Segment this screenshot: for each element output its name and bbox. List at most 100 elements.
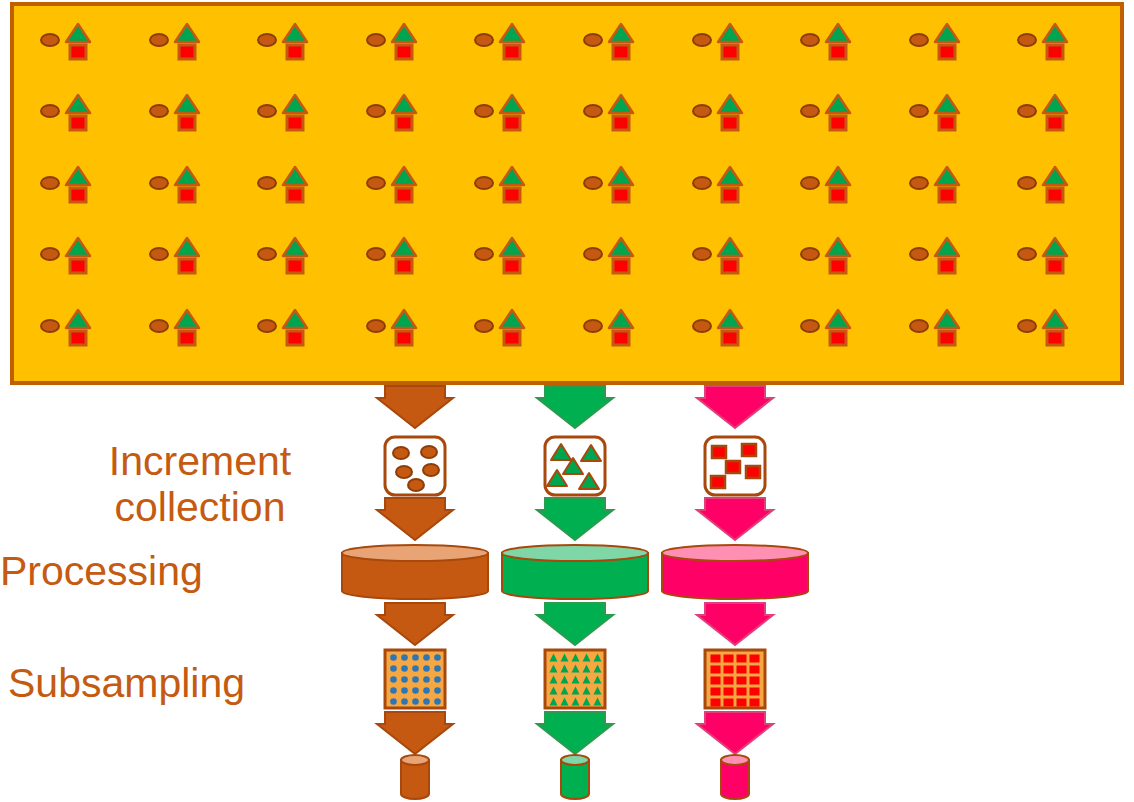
flow-arrow bbox=[697, 386, 773, 428]
particle-group bbox=[475, 24, 524, 59]
step-label: Subsampling bbox=[8, 660, 328, 706]
flow-arrow bbox=[697, 712, 773, 754]
particle bbox=[408, 479, 424, 491]
particle-group bbox=[801, 167, 850, 202]
particle-group bbox=[367, 238, 416, 273]
particle-group bbox=[41, 238, 90, 273]
particle-group bbox=[910, 95, 959, 130]
particle-group bbox=[1018, 167, 1067, 202]
sample-vial bbox=[721, 755, 749, 799]
particle-group bbox=[475, 238, 524, 273]
particle-group bbox=[584, 95, 633, 130]
particle-group bbox=[693, 238, 742, 273]
particle-group bbox=[910, 167, 959, 202]
processing-disc bbox=[502, 545, 648, 599]
particle-group bbox=[150, 238, 199, 273]
particle-group bbox=[41, 167, 90, 202]
particle bbox=[396, 466, 412, 478]
material-lot bbox=[12, 4, 1122, 383]
particle-group bbox=[150, 95, 199, 130]
particle-group bbox=[258, 167, 307, 202]
particle bbox=[421, 446, 437, 458]
vial-top bbox=[561, 755, 589, 765]
subsample-tray bbox=[705, 650, 765, 708]
processing-disc bbox=[342, 545, 488, 599]
tray bbox=[705, 650, 765, 708]
particle-group bbox=[1018, 310, 1067, 345]
particle bbox=[579, 473, 599, 489]
particle-group bbox=[150, 167, 199, 202]
particle-group bbox=[693, 167, 742, 202]
particle-group bbox=[150, 310, 199, 345]
flow-arrow bbox=[377, 712, 453, 754]
particle-group bbox=[584, 24, 633, 59]
particle-group bbox=[1018, 24, 1067, 59]
increment-ellipses bbox=[385, 437, 445, 495]
particle-group bbox=[910, 238, 959, 273]
flow-arrow bbox=[377, 386, 453, 428]
flow-arrow bbox=[537, 498, 613, 540]
particle-group bbox=[41, 95, 90, 130]
sample-vial bbox=[561, 755, 589, 799]
particle-group bbox=[801, 310, 850, 345]
particle-group bbox=[367, 167, 416, 202]
particle-group bbox=[910, 310, 959, 345]
particle-group bbox=[910, 24, 959, 59]
increment-box bbox=[385, 437, 445, 495]
flow-arrow bbox=[537, 386, 613, 428]
particle-group bbox=[475, 95, 524, 130]
particle bbox=[726, 461, 740, 473]
particle-group bbox=[475, 310, 524, 345]
particle-group bbox=[150, 24, 199, 59]
disc-top bbox=[662, 545, 808, 561]
particle bbox=[746, 466, 760, 478]
vial-top bbox=[401, 755, 429, 765]
particle-group bbox=[258, 24, 307, 59]
particle-group bbox=[258, 310, 307, 345]
particle-group bbox=[258, 95, 307, 130]
particle-group bbox=[1018, 95, 1067, 130]
particle-group bbox=[693, 24, 742, 59]
step-label: Processing bbox=[0, 548, 300, 594]
particle bbox=[423, 464, 439, 476]
tray-grid bbox=[709, 653, 761, 708]
increment-triangles bbox=[545, 437, 605, 495]
flow-arrow bbox=[697, 603, 773, 645]
increment-box bbox=[545, 437, 605, 495]
flow-arrow bbox=[377, 603, 453, 645]
tray bbox=[385, 650, 445, 708]
sample-vial bbox=[401, 755, 429, 799]
particle-group bbox=[584, 167, 633, 202]
particle bbox=[711, 476, 725, 488]
particle bbox=[547, 470, 567, 486]
particle-group bbox=[1018, 238, 1067, 273]
disc-top bbox=[502, 545, 648, 561]
processing-disc bbox=[662, 545, 808, 599]
particle bbox=[393, 447, 409, 459]
particle-group bbox=[367, 310, 416, 345]
particle-group bbox=[367, 24, 416, 59]
particle-group bbox=[801, 24, 850, 59]
particle bbox=[712, 446, 726, 458]
particle-group bbox=[584, 310, 633, 345]
particle bbox=[581, 445, 601, 461]
particle-group bbox=[584, 238, 633, 273]
increment-box bbox=[705, 437, 765, 495]
step-label: Increment collection bbox=[70, 438, 330, 530]
subsample-tray bbox=[545, 650, 605, 708]
particle-group bbox=[693, 95, 742, 130]
particle bbox=[742, 444, 756, 456]
subsample-tray bbox=[385, 650, 445, 708]
flow-arrow bbox=[537, 603, 613, 645]
particle-group bbox=[801, 238, 850, 273]
increment-squares bbox=[705, 437, 765, 495]
disc-top bbox=[342, 545, 488, 561]
particle bbox=[551, 444, 571, 460]
particle-group bbox=[367, 95, 416, 130]
particle-group bbox=[693, 310, 742, 345]
flow-arrow bbox=[537, 712, 613, 754]
particle bbox=[563, 458, 583, 474]
particle-group bbox=[258, 238, 307, 273]
tray-grid bbox=[388, 652, 443, 707]
particle-group bbox=[475, 167, 524, 202]
